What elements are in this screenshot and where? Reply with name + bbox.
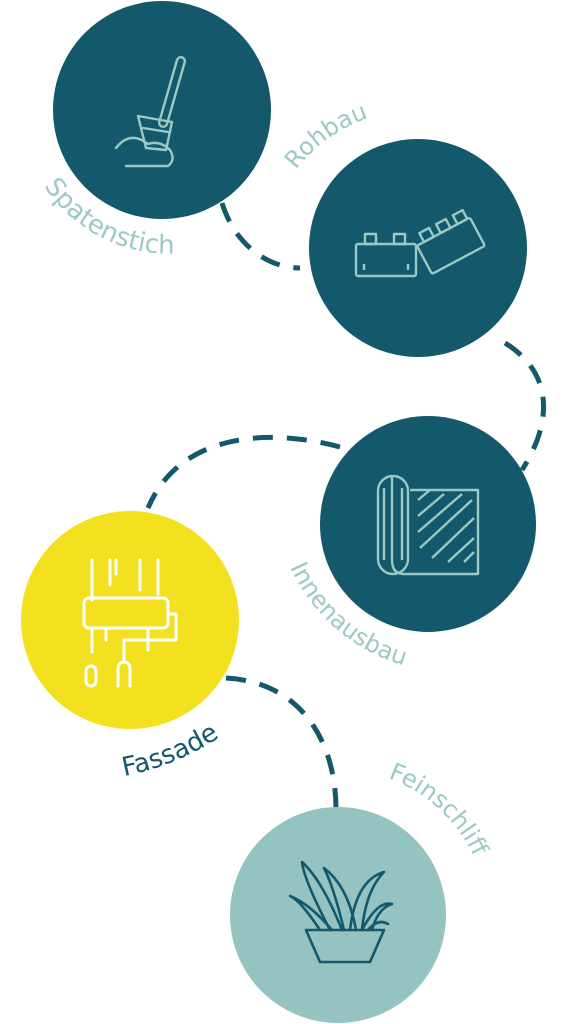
paint-roller-icon bbox=[82, 558, 178, 688]
connector-fassade-feinschliff bbox=[225, 675, 339, 811]
bricks-icon bbox=[354, 208, 486, 278]
step-circle-fassade bbox=[21, 511, 239, 729]
connector-rohbau-innenausbau bbox=[503, 340, 546, 472]
step-circle-feinschliff bbox=[230, 807, 446, 1023]
shovel-icon bbox=[114, 56, 187, 168]
connector-innenausbau-fassade bbox=[145, 434, 341, 509]
potted-plant-icon bbox=[288, 860, 394, 964]
connector-paths bbox=[145, 202, 546, 811]
carpet-roll-icon bbox=[376, 474, 480, 576]
connector-spatenstich-rohbau bbox=[219, 202, 301, 271]
